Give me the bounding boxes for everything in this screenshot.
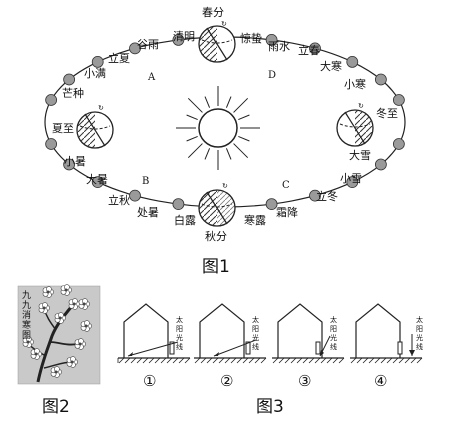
svg-text:↻: ↻ bbox=[358, 102, 364, 110]
orbit-dot bbox=[374, 158, 387, 171]
orbit-dot bbox=[374, 73, 387, 86]
orbit-dot bbox=[265, 33, 278, 46]
figure3-caption: 图3 bbox=[256, 397, 284, 417]
term-label-daxue: 大雪 bbox=[349, 148, 371, 162]
inscription-char: 图 bbox=[22, 330, 31, 341]
term-label-bailu: 白露 bbox=[174, 213, 196, 227]
figure3-house-panels: 太 阳 光 线 ① 太 阳 光 线 ② 太 阳 bbox=[117, 303, 423, 417]
sun-icon bbox=[176, 86, 260, 170]
orbit-dot bbox=[309, 42, 321, 55]
term-label-xiaoshu: 小暑 bbox=[64, 155, 86, 168]
term-label-qingming: 清明 bbox=[173, 30, 195, 43]
letter-b: B bbox=[142, 176, 149, 187]
term-label-xiaohan: 小寒 bbox=[344, 77, 366, 91]
term-label-xiaoxue: 小雪 bbox=[340, 172, 362, 185]
sun-label-char: 光 bbox=[176, 333, 183, 342]
term-label-lichun: 立春 bbox=[298, 43, 320, 57]
sun-label-char: 光 bbox=[252, 333, 259, 342]
panel-number: ② bbox=[220, 372, 233, 390]
house-panel-2: 太 阳 光 线 ② bbox=[194, 303, 267, 390]
orbit-dot bbox=[91, 176, 104, 189]
sun-label-char: 阳 bbox=[252, 324, 259, 333]
sun-label-char: 太 bbox=[252, 315, 259, 324]
earth-chunfen: ↻ bbox=[198, 20, 236, 63]
orbit-dot bbox=[129, 42, 141, 55]
orbit-dot bbox=[172, 198, 185, 211]
orbit-term-dots bbox=[45, 33, 405, 211]
plum-branch-icon bbox=[22, 284, 92, 383]
term-label-jingzhe: 惊蛰 bbox=[240, 31, 262, 45]
orbit-dot bbox=[392, 94, 405, 106]
orbit-dot bbox=[172, 33, 185, 46]
house-panel-3: 太 阳 光 线 ③ bbox=[272, 303, 345, 390]
orbit-dot bbox=[45, 138, 58, 150]
term-label-mangzhong: 芒种 bbox=[62, 86, 84, 100]
vertical-inscription: 九 九 消 寒 图 bbox=[22, 290, 31, 341]
term-label-hanlu: 寒露 bbox=[244, 213, 266, 227]
sun-label-char: 光 bbox=[330, 333, 337, 342]
orbit-dot bbox=[309, 189, 321, 202]
sun-label-char: 线 bbox=[416, 342, 423, 351]
orbit-dot bbox=[63, 158, 76, 171]
figure2-plum-painting: 九 九 消 寒 图 图2 bbox=[17, 284, 101, 417]
orbit-dot bbox=[129, 189, 141, 202]
panel-number: ④ bbox=[374, 372, 387, 390]
orbit-dot bbox=[45, 94, 58, 106]
sun-label-char: 光 bbox=[416, 333, 423, 342]
term-label-liqiu: 立秋 bbox=[108, 193, 130, 207]
inscription-char: 九 bbox=[22, 290, 31, 301]
figure1-orbit-diagram: ↻ ↻ ↻ ↻ 春分 惊蛰 雨水 立春 bbox=[44, 6, 406, 277]
svg-text:↻: ↻ bbox=[221, 20, 227, 28]
panel-number: ① bbox=[143, 372, 156, 390]
inscription-char: 消 bbox=[22, 309, 31, 321]
sun-label-char: 阳 bbox=[330, 324, 337, 333]
letter-d: D bbox=[268, 70, 276, 81]
term-label-chunfen: 春分 bbox=[202, 6, 224, 19]
sun-label-char: 太 bbox=[416, 315, 423, 324]
sun-label-char: 太 bbox=[330, 315, 337, 324]
term-label-chushu: 处暑 bbox=[137, 206, 159, 219]
solar-term-labels: 春分 惊蛰 雨水 立春 大寒 小寒 冬至 大雪 小雪 立冬 霜降 寒露 秋分 白… bbox=[52, 6, 398, 243]
term-label-yushui: 雨水 bbox=[268, 40, 290, 53]
inscription-char: 九 bbox=[22, 300, 31, 311]
sun-label-char: 阳 bbox=[176, 324, 183, 333]
orbit-dot bbox=[392, 138, 405, 150]
sun-label-char: 线 bbox=[252, 342, 259, 351]
term-label-dahan: 大寒 bbox=[320, 59, 342, 73]
orbit-dot bbox=[346, 55, 359, 68]
term-label-dongzhi: 冬至 bbox=[376, 106, 398, 120]
figure2-caption: 图2 bbox=[42, 397, 70, 417]
sun-label-char: 阳 bbox=[416, 324, 423, 333]
term-label-xiaoman: 小满 bbox=[84, 67, 106, 80]
figure1-caption: 图1 bbox=[202, 257, 230, 277]
svg-text:↻: ↻ bbox=[222, 182, 228, 190]
earth-dongzhi: ↻ bbox=[336, 102, 374, 147]
orbit-dot bbox=[91, 55, 104, 68]
term-label-dashu: 大暑 bbox=[86, 172, 108, 186]
sun-label-char: 线 bbox=[176, 342, 183, 351]
term-label-qiufen: 秋分 bbox=[205, 229, 227, 243]
sun-label-char: 太 bbox=[176, 315, 183, 324]
svg-text:↻: ↻ bbox=[98, 104, 104, 112]
orbit-dot bbox=[346, 176, 359, 189]
term-label-shuangjiang: 霜降 bbox=[276, 205, 298, 219]
term-label-lixia: 立夏 bbox=[108, 51, 130, 65]
letter-a: A bbox=[147, 72, 156, 83]
panel-number: ③ bbox=[298, 372, 311, 390]
sun-label-char: 线 bbox=[330, 342, 337, 351]
house-panel-1: 太 阳 光 线 ① bbox=[117, 303, 191, 390]
earth-xiazhi: ↻ bbox=[76, 104, 114, 149]
house-panel-4: 太 阳 光 线 ④ bbox=[350, 303, 423, 390]
orbit-dot bbox=[63, 73, 76, 86]
earth-qiufen: ↻ bbox=[198, 182, 236, 227]
inscription-char: 寒 bbox=[22, 319, 31, 331]
letter-c: C bbox=[282, 180, 290, 191]
orbit-dot bbox=[265, 198, 278, 211]
term-label-lidong: 立冬 bbox=[316, 189, 338, 203]
term-label-guyu: 谷雨 bbox=[137, 38, 159, 51]
term-label-xiazhi: 夏至 bbox=[52, 122, 74, 135]
